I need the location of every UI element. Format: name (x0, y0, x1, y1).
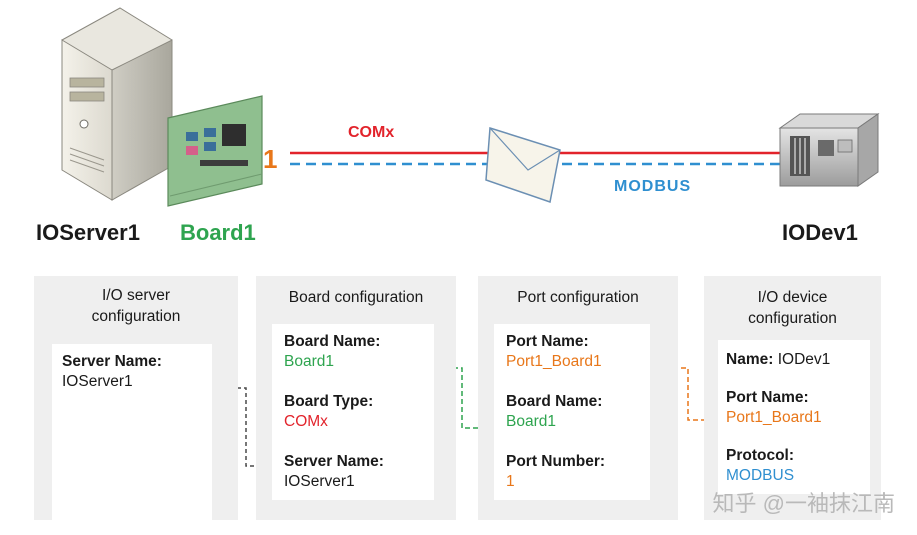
device-config-title-line1: I/O device (757, 289, 828, 306)
watermark-text: 知乎 @一袖抹江南 (712, 491, 895, 516)
server-icon (61, 7, 173, 201)
board-server-name-label: Server Name: (284, 453, 384, 470)
device-port-name-value: Port1_Board1 (726, 409, 822, 426)
device-port-name-label: Port Name: (726, 389, 809, 406)
board-config-panel: Board configuration Board Name: Board1 B… (256, 276, 456, 520)
server-config-card: Server Name: IOServer1 (52, 344, 212, 520)
port-config-panel: Port configuration Port Name: Port1_Boar… (478, 276, 678, 520)
device-config-card: Name: IODev1 Port Name: Port1_Board1 Pro… (718, 340, 870, 494)
board-type-value: COMx (284, 413, 328, 430)
board-card-icon (167, 95, 263, 207)
device-label: IODev1 (782, 220, 858, 245)
port-config-title: Port configuration (517, 289, 639, 306)
device-protocol-label: Protocol: (726, 447, 795, 464)
board-server-name-value: IOServer1 (284, 473, 355, 490)
board-type-label: Board Type: (284, 393, 374, 410)
port-config-card: Port Name: Port1_Board1 Board Name: Boar… (494, 324, 650, 500)
port-name-value: Port1_Board1 (506, 353, 602, 370)
board-label: Board1 (180, 220, 256, 245)
port-number-marker: 1 (263, 144, 278, 174)
device-name-value: IODev1 (777, 351, 831, 368)
board-config-card: Board Name: Board1 Board Type: COMx Serv… (272, 324, 434, 500)
server-config-panel: I/O server configuration Server Name: IO… (34, 276, 238, 520)
device-config-panel: I/O device configuration Name: IODev1 Po… (704, 276, 881, 520)
port-number-label: Port Number: (506, 453, 606, 470)
server-label: IOServer1 (36, 220, 140, 245)
link-label: COMx (348, 124, 395, 141)
device-name-row: Name: IODev1 (726, 350, 830, 370)
server-name-label: Server Name: (62, 353, 162, 370)
port-name-label: Port Name: (506, 333, 589, 350)
protocol-label: MODBUS (614, 178, 692, 195)
port-number-value: 1 (506, 473, 515, 490)
io-device-icon (778, 113, 880, 187)
server-config-title-line1: I/O server (101, 287, 171, 304)
board-name-value: Board1 (284, 353, 334, 370)
port-board-name-value: Board1 (506, 413, 556, 430)
port-board-name-label: Board Name: (506, 393, 603, 410)
server-config-title-line2: configuration (91, 308, 181, 325)
device-config-title-line2: configuration (748, 310, 837, 327)
board-config-title: Board configuration (288, 289, 424, 306)
device-name-label: Name: (726, 351, 774, 368)
device-protocol-value: MODBUS (726, 467, 795, 484)
board-name-label: Board Name: (284, 333, 381, 350)
server-name-value: IOServer1 (62, 373, 133, 390)
envelope-icon (485, 127, 561, 203)
